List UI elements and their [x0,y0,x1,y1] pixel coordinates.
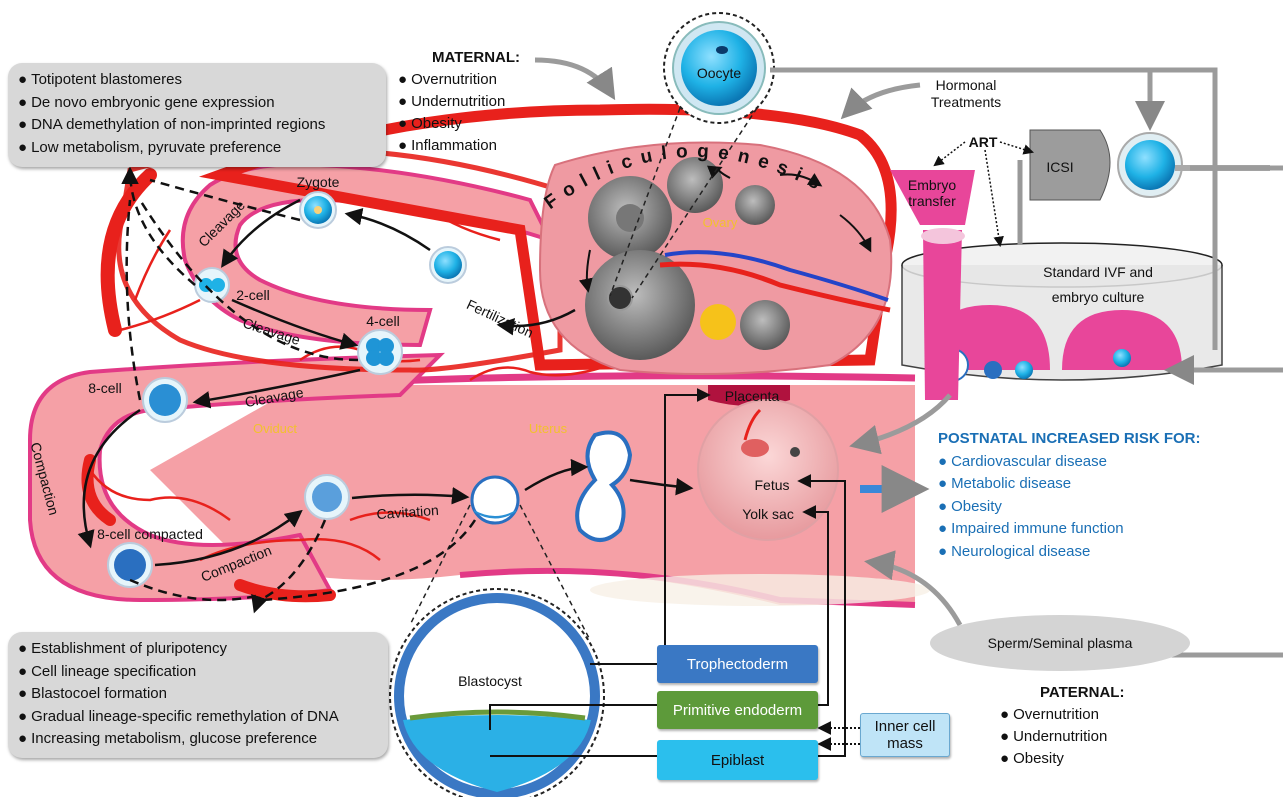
ivf-label-2: embryo culture [1052,289,1145,305]
maternal-item: Obesity [398,113,538,135]
risk-item: Metabolic disease [938,473,1201,496]
risk-title: POSTNATAL INCREASED RISK FOR: [938,428,1201,451]
maternal-item: Overnutrition [398,69,538,91]
ovary-label: Ovary [703,215,738,230]
art-label: ART [969,134,998,150]
embryo-transfer-label-1: Embryo [908,177,956,193]
late-item: Establishment of pluripotency [18,638,378,661]
risk-item: Impaired immune function [938,518,1201,541]
blastocyst-info-box: Establishment of pluripotency Cell linea… [8,632,388,758]
risk-item: Cardiovascular disease [938,451,1201,474]
zygote-label: Zygote [297,174,340,190]
fertilization-label: Fertilization [464,296,536,341]
paternal-factors: PATERNAL: Overnutrition Undernutrition O… [1000,682,1140,770]
early-item: DNA demethylation of non-imprinted regio… [18,114,376,137]
four-cell-label: 4-cell [366,313,399,329]
uterus-label: Uterus [529,421,568,436]
hormonal-label-2: Treatments [931,94,1001,110]
maternal-title: MATERNAL: [398,47,538,69]
maternal-item: Undernutrition [398,91,538,113]
icsi-device [1020,130,1270,245]
sperm-label: Sperm/Seminal plasma [988,635,1133,651]
maternal-item: Inflammation [398,135,538,157]
early-embryo-info-box: Totipotent blastomeres De novo embryonic… [8,63,386,167]
blastocyst-label: Blastocyst [458,673,522,689]
late-item: Increasing metabolism, glucose preferenc… [18,728,378,751]
hormonal-label-1: Hormonal [936,77,997,93]
maternal-factors: MATERNAL: Overnutrition Undernutrition O… [398,47,538,157]
oviduct-label: Oviduct [253,421,297,436]
paternal-item: Obesity [1000,748,1140,770]
early-item: De novo embryonic gene expression [18,92,376,115]
placenta-label: Placenta [725,388,780,404]
fetus-label: Fetus [754,477,789,493]
risk-item: Neurological disease [938,541,1201,564]
yolk-sac-label: Yolk sac [742,506,794,522]
paternal-title: PATERNAL: [1000,682,1140,704]
paternal-item: Overnutrition [1000,704,1140,726]
late-item: Blastocoel formation [18,683,378,706]
oocyte-label: Oocyte [697,65,742,81]
late-item: Cell lineage specification [18,661,378,684]
two-cell-label: 2-cell [236,287,269,303]
primitive-endoderm-box: Primitive endoderm [657,691,818,729]
eight-cell-label: 8-cell [88,380,121,396]
postnatal-risk-list: POSTNATAL INCREASED RISK FOR: Cardiovasc… [938,428,1201,564]
early-item: Totipotent blastomeres [18,69,376,92]
ivf-label-1: Standard IVF and [1043,264,1153,280]
early-item: Low metabolism, pyruvate preference [18,137,376,160]
embryo-transfer-label-2: transfer [908,193,956,209]
late-item: Gradual lineage-specific remethylation o… [18,706,378,729]
icsi-label: ICSI [1046,159,1073,175]
epiblast-box: Epiblast [657,740,818,780]
trophectoderm-box: Trophectoderm [657,645,818,683]
risk-item: Obesity [938,496,1201,519]
paternal-item: Undernutrition [1000,726,1140,748]
inner-cell-mass-box: Inner cell mass [860,713,950,757]
eight-cell-compacted-label: 8-cell compacted [97,526,203,542]
